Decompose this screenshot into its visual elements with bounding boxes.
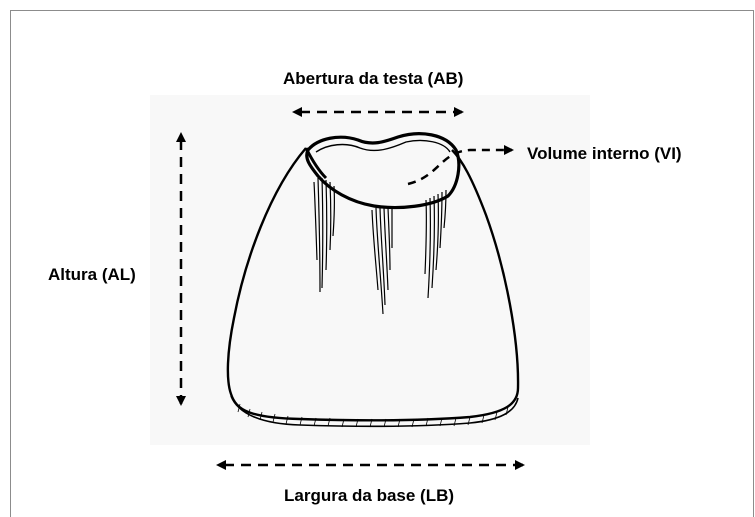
volume-label: Volume interno (VI) [527,145,682,162]
paper-background [150,95,590,445]
opening-label: Abertura da testa (AB) [283,70,463,87]
base-width-label: Largura da base (LB) [284,487,454,504]
height-label: Altura (AL) [48,266,136,283]
